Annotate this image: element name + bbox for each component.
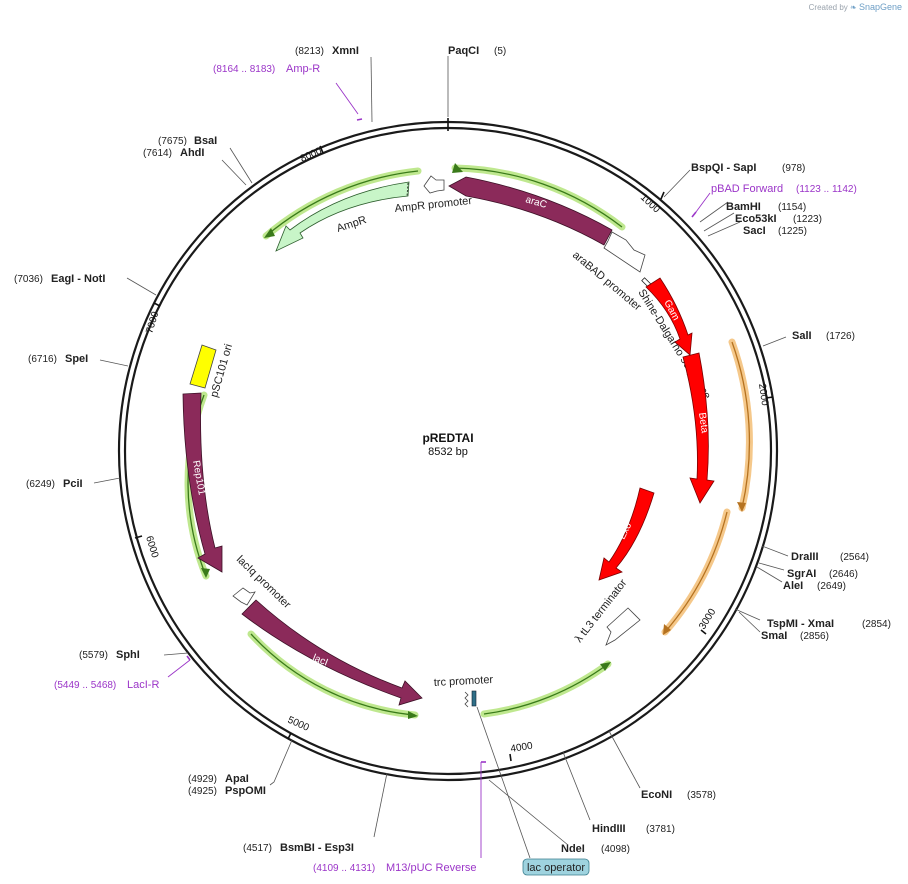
site-labels: PaqCI (5) (8213) XmnI (7675) BsaI (7614)… (14, 45, 891, 855)
tick-marks (134, 118, 774, 762)
site-spei-name: SpeI (65, 353, 88, 365)
site-eagi-noti-name: EagI - NotI (51, 273, 105, 285)
laciq-promoter-feature[interactable] (232, 587, 256, 606)
site-saci-name: SacI (743, 225, 766, 237)
site-saci-pos: (1225) (778, 226, 807, 237)
site-leaders (93, 56, 789, 846)
site-econi-name: EcoNI (641, 789, 672, 801)
site-apai-pos: (4929) (188, 774, 217, 785)
site-bsai-name: BsaI (194, 135, 217, 147)
arac-feature[interactable] (448, 176, 613, 246)
site-draiii-pos: (2564) (840, 552, 869, 563)
tick-1000: 1000 (638, 192, 662, 216)
trc-promoter-feature[interactable] (464, 690, 477, 708)
site-eco53ki-pos: (1223) (793, 214, 822, 225)
site-smai-name: SmaI (761, 630, 787, 642)
beta-feature[interactable] (682, 352, 715, 504)
site-sali-name: SalI (792, 330, 812, 342)
site-spei-pos: (6716) (28, 354, 57, 365)
plasmid-length: 8532 bp (428, 446, 468, 458)
site-eagi-noti-pos: (7036) (14, 274, 43, 285)
exo-feature[interactable] (598, 487, 655, 581)
branding-name: SnapGene (858, 2, 902, 12)
site-paqci-name: PaqCI (448, 45, 479, 57)
site-sphi-name: SphI (116, 649, 140, 661)
primer-markers (167, 82, 711, 858)
primer-pbad-forward-range: (1123 .. 1142) (796, 184, 857, 195)
tick-5000: 5000 (286, 715, 311, 734)
tick-7000: 7000 (144, 310, 161, 335)
trc-promoter-label: trc promoter (434, 674, 494, 689)
site-hindiii-name: HindIII (592, 823, 626, 835)
site-sali-pos: (1726) (826, 331, 855, 342)
site-alei-name: AleI (783, 580, 803, 592)
site-sgrai-pos: (2646) (829, 569, 858, 580)
site-bspqi-pos: (978) (782, 163, 805, 174)
site-ahdi-name: AhdI (180, 147, 204, 159)
site-apai-name: ApaI (225, 773, 249, 785)
tick-2000: 2000 (756, 383, 770, 407)
site-bamhi-pos: (1154) (778, 202, 806, 213)
tick-4000: 4000 (510, 741, 534, 755)
site-ndei-name: NdeI (561, 843, 585, 855)
site-eco53ki-name: Eco53kI (735, 213, 777, 225)
psc101-ori-feature[interactable] (189, 344, 217, 389)
site-sphi-pos: (5579) (79, 650, 108, 661)
snapgene-branding: Created by ❧ SnapGene (809, 2, 902, 12)
lac-operator-tag[interactable]: lac operator (476, 706, 590, 876)
lac-operator-label: lac operator (527, 862, 585, 874)
site-tspmi-name: TspMI - XmaI (767, 618, 834, 630)
primer-pbad-forward-name: pBAD Forward (711, 183, 783, 195)
primer-m13-name: M13/pUC Reverse (386, 862, 476, 874)
site-pspomi-name: PspOMI (225, 785, 266, 797)
primer-amp-r-range: (8164 .. 8183) (213, 64, 275, 75)
site-bsmbi-pos: (4517) (243, 843, 272, 854)
primer-laci-r-range: (5449 .. 5468) (54, 680, 116, 691)
rep101-feature[interactable] (182, 392, 223, 573)
tick-6000: 6000 (143, 535, 160, 560)
site-ahdi-pos: (7614) (143, 148, 172, 159)
site-pcii-name: PciI (63, 478, 83, 490)
laci-label: lacI (311, 653, 330, 669)
site-bspqi-name: BspQI - SapI (691, 162, 756, 174)
site-xmni-name: XmnI (332, 45, 359, 57)
site-sgrai-name: SgrAI (787, 568, 816, 580)
site-bsmbi-name: BsmBI - Esp3I (280, 842, 354, 854)
ampr-feature[interactable] (275, 181, 410, 252)
site-pcii-pos: (6249) (26, 479, 55, 490)
ampr-label: AmpR (335, 214, 368, 235)
ampr-promoter-feature[interactable] (423, 175, 445, 194)
plasmid-name: pREDTAI (422, 431, 473, 445)
site-xmni-pos: (8213) (295, 46, 324, 57)
primer-amp-r-name: Amp-R (286, 63, 320, 75)
site-alei-pos: (2649) (817, 581, 846, 592)
laci-feature[interactable] (241, 599, 423, 706)
site-paqci-pos: (5) (494, 46, 506, 57)
gam-feature[interactable] (645, 277, 693, 356)
branding-prefix: Created by (808, 3, 848, 12)
site-hindiii-pos: (3781) (646, 824, 675, 835)
tick-8000: 8000 (299, 145, 324, 164)
arabad-promoter-feature[interactable] (603, 231, 646, 273)
beta-label: Beta (696, 412, 710, 434)
tick-3000: 3000 (697, 607, 718, 632)
primer-labels: (8164 .. 8183) Amp-R pBAD Forward (1123 … (54, 63, 857, 874)
feature-halos (184, 164, 753, 719)
site-tspmi-pos: (2854) (862, 619, 891, 630)
primer-laci-r-name: LacI-R (127, 679, 159, 691)
halo-arrowheads (201, 163, 746, 719)
snapgene-logo-icon: ❧ (850, 3, 857, 12)
site-bamhi-name: BamHI (726, 201, 761, 213)
site-draiii-name: DraIII (791, 551, 819, 563)
site-ndei-pos: (4098) (601, 844, 630, 855)
site-bsai-pos: (7675) (158, 136, 187, 147)
primer-m13-range: (4109 .. 4131) (313, 863, 375, 874)
site-econi-pos: (3578) (687, 790, 716, 801)
site-pspomi-pos: (4925) (188, 786, 217, 797)
ampr-promoter-label: AmpR promoter (394, 195, 473, 215)
tl3-terminator-feature[interactable] (605, 607, 641, 646)
site-smai-pos: (2856) (800, 631, 829, 642)
